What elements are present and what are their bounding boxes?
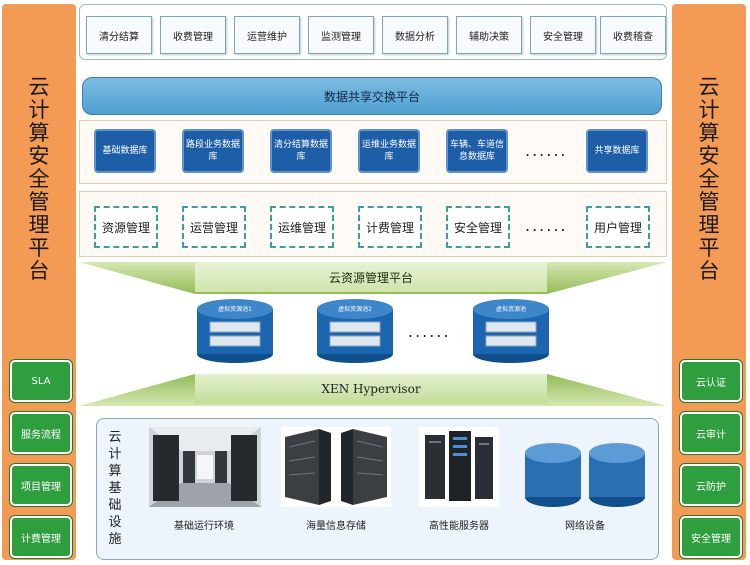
security-management-button: 安全管理 (680, 516, 742, 558)
app-box-decision: 辅助决策 (456, 16, 522, 54)
caption-hpc-server: 高性能服务器 (429, 521, 489, 532)
app-box-audit: 收费稽查 (600, 16, 666, 54)
caption-network-equipment: 网络设备 (565, 521, 605, 532)
infrastructure-title: 云 计 算 基 础 设 施 (108, 430, 122, 547)
database-ellipsis: ...... (525, 141, 568, 160)
caption-mass-storage: 海量信息存储 (306, 521, 366, 532)
mgmt-maintenance: 运维管理 (270, 206, 334, 248)
cloud-protection-button: 云防护 (680, 464, 742, 506)
resource-pool-icon (197, 299, 273, 363)
resource-pool-icon (317, 299, 393, 363)
project-management-button: 项目管理 (10, 464, 72, 506)
mgmt-security: 安全管理 (446, 206, 510, 248)
resource-pool-1: 虚拟资源池1 (196, 298, 274, 364)
cloud-resource-platform: 云资源管理平台 (195, 262, 547, 292)
service-process-button: 服务流程 (10, 412, 72, 454)
database-road-business: 路段业务数据库 (182, 129, 244, 173)
cloud-audit-button: 云审计 (680, 412, 742, 454)
server-icon (419, 427, 499, 507)
database-layer: 基础数据库 路段业务数据库 清分结算数据库 运维业务数据库 车辆、车道信息数据库… (79, 120, 667, 184)
resource-pool-2: 虚拟资源池2 (316, 298, 394, 364)
xen-hypervisor: XEN Hypervisor (195, 374, 547, 404)
resource-pool-3: 虚拟资源池 (472, 298, 550, 364)
database-vehicle: 车辆、车道信息数据库 (446, 129, 508, 173)
left-panel-title: 云 计 算 安 全 管 理 平 台 (28, 75, 50, 283)
mgmt-operations: 运营管理 (182, 206, 246, 248)
network-device-icon (525, 443, 645, 507)
mgmt-resource: 资源管理 (94, 206, 158, 248)
database-clearing: 清分结算数据库 (270, 129, 332, 173)
app-box-toll: 收费管理 (160, 16, 226, 54)
resource-pool-icon (473, 299, 549, 363)
right-security-panel: 云 计 算 安 全 管 理 平 台 云认证 云审计 云防护 安全管理 (672, 4, 746, 560)
management-ellipsis: ...... (525, 216, 568, 235)
app-box-analysis: 数据分析 (382, 16, 448, 54)
app-box-clearing: 清分结算 (86, 16, 152, 54)
storage-racks-icon (281, 427, 391, 507)
management-layer: 资源管理 运营管理 运维管理 计费管理 安全管理 ...... 用户管理 (79, 191, 667, 257)
pool-ellipsis: ...... (408, 322, 451, 341)
cloud-auth-button: 云认证 (680, 360, 742, 402)
datacenter-room-icon (149, 427, 261, 507)
app-box-operation: 运营维护 (234, 16, 300, 54)
sla-button: SLA (10, 360, 72, 402)
caption-runtime-environment: 基础运行环境 (174, 521, 234, 532)
mgmt-billing: 计费管理 (358, 206, 422, 248)
data-exchange-platform: 数据共享交换平台 (82, 77, 662, 115)
infrastructure-layer: 云 计 算 基 础 设 施 基础运行环境 海量信息存储 (96, 418, 659, 560)
database-basic: 基础数据库 (94, 129, 156, 173)
database-shared: 共享数据库 (586, 129, 648, 173)
right-panel-title: 云 计 算 安 全 管 理 平 台 (698, 75, 720, 283)
app-box-monitoring: 监测管理 (308, 16, 374, 54)
database-operation: 运维业务数据库 (358, 129, 420, 173)
mgmt-user: 用户管理 (586, 206, 650, 248)
app-box-security: 安全管理 (530, 16, 596, 54)
left-security-panel: 云 计 算 安 全 管 理 平 台 SLA 服务流程 项目管理 计费管理 (2, 4, 76, 560)
billing-management-button: 计费管理 (10, 516, 72, 558)
application-layer: 清分结算 收费管理 运营维护 监测管理 数据分析 辅助决策 安全管理 收费稽查 (79, 4, 667, 60)
